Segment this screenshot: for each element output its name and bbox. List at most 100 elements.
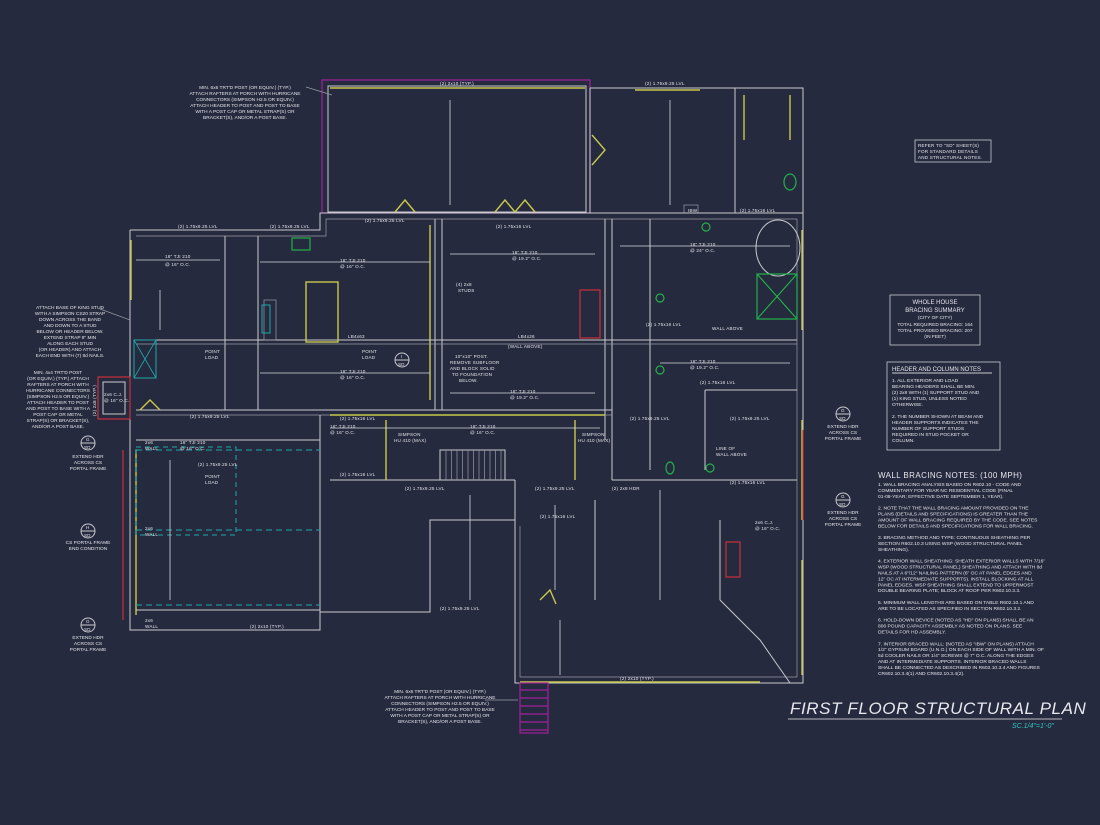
svg-text:G: G [841, 408, 845, 413]
detail-g-sd-left-bottom[interactable]: GSD [80, 617, 96, 633]
note-line: WITH A SIMPSON CS20 STRAP [35, 311, 105, 317]
svg-text:(2) 2x10 (TYP.): (2) 2x10 (TYP.) [620, 676, 654, 681]
note-line: STRAP(S) OR BRACKET(S), [27, 418, 90, 424]
svg-text:HEADER AND COLUMN NOTES: HEADER AND COLUMN NOTES [892, 367, 981, 373]
svg-text:@ 16" O.C.: @ 16" O.C. [104, 398, 129, 403]
joist-labels: 16" TJI 210@ 16" O.C. 16" TJI 210@ 16" O… [165, 242, 719, 451]
svg-text:(2) 1.75x9.25 LVL: (2) 1.75x9.25 LVL [270, 224, 310, 229]
svg-text:16" TJI 210: 16" TJI 210 [340, 258, 366, 263]
note-line: 6. HOLD-DOWN DEVICE (NOTED AS "HD" ON PL… [878, 618, 1034, 624]
main-house-walls [122, 212, 804, 684]
svg-text:2x6 C.J.: 2x6 C.J. [104, 392, 122, 397]
note-line: PANEL EDGES. WSP SHEATHING SHALL EXTEND … [878, 582, 1033, 588]
svg-text:(2) 1.75x9.25 LVL: (2) 1.75x9.25 LVL [190, 414, 230, 419]
note-line: 12" OC AT INTERMEDIATE SUPPORTS). INSTAL… [878, 576, 1034, 582]
stairs [439, 449, 506, 481]
detail-i-sd[interactable]: ISD [394, 352, 410, 368]
porch-post-note-bottom: MIN. 6x6 TRT'D POST (OR EQUIV.) (TYP.)AT… [384, 689, 495, 725]
svg-text:HU 410 (MAX): HU 410 (MAX) [394, 438, 427, 443]
note-line: CR602.10.3.4(1) AND CR602.10.3.4(2). [878, 671, 964, 677]
svg-text:IBW: IBW [688, 208, 698, 213]
svg-text:G: G [86, 437, 90, 442]
svg-text:POINT: POINT [205, 349, 220, 354]
svg-text:16" TJI 210: 16" TJI 210 [690, 242, 716, 247]
svg-text:(2) 1.75x16 LVL: (2) 1.75x16 LVL [340, 472, 376, 477]
note-line: (OR EQUIV.) (TYP.) ATTACH [27, 376, 89, 382]
svg-text:LOAD: LOAD [362, 355, 376, 360]
svg-text:(2) 1.75x9.25 LVL: (2) 1.75x9.25 LVL [730, 416, 770, 421]
svg-text:TO FOUNDATION: TO FOUNDATION [452, 372, 492, 377]
note-line: BEARING HEADERS SHALL BE MIN. [892, 384, 975, 390]
fixtures [97, 219, 801, 734]
svg-text:(2) 1.75x16 LVL: (2) 1.75x16 LVL [646, 322, 682, 327]
svg-text:SIMPSON: SIMPSON [398, 432, 421, 437]
svg-text:AND BLOCK SOLID: AND BLOCK SOLID [450, 366, 495, 371]
svg-text:(2) 1.75x9.25 LVL: (2) 1.75x9.25 LVL [535, 486, 575, 491]
wall-bracing-notes: WALL BRACING NOTES: (100 MPH) 1. WALL BR… [878, 471, 1045, 677]
svg-text:2x6: 2x6 [145, 618, 153, 623]
detail-g-sd-right-bottom[interactable]: GSD [835, 492, 851, 508]
note-line: 1. ALL EXTERIOR AND LOAD [892, 378, 959, 384]
note-line: COMMENTARY FOR YEAR NC RESIDENTIAL CODE … [878, 488, 1013, 494]
svg-text:(2) 1.75x16 LVL: (2) 1.75x16 LVL [700, 380, 736, 385]
note-line: SECTION R602.10.3 USING WSP (WOOD STRUCT… [878, 541, 1023, 547]
note-line: POST CAP OR METAL [33, 412, 83, 418]
note-line: 1/2" GYPSUM BOARD (U.N.O.) ON EACH SIDE … [878, 647, 1044, 653]
note-line: NUMBER OF SUPPORT STUDS [892, 426, 965, 432]
svg-text:EXTEND HDR: EXTEND HDR [827, 510, 859, 516]
svg-text:SD: SD [84, 445, 91, 450]
svg-text:(2) 1.75x9.25 LVL: (2) 1.75x9.25 LVL [630, 416, 670, 421]
svg-text:WALL BRACING NOTES: (100 MPH): WALL BRACING NOTES: (100 MPH) [878, 471, 1022, 480]
detail-g-sd-left-top[interactable]: G SD [80, 435, 96, 451]
svg-text:WALL ABOVE: WALL ABOVE [712, 326, 743, 331]
svg-text:(2) 1.75x16 LVL: (2) 1.75x16 LVL [340, 416, 376, 421]
svg-text:2x6: 2x6 [145, 526, 153, 531]
note-line: 800 POUND CAPACITY ASSEMBLY AS NOTED ON … [878, 624, 1023, 630]
svg-text:10"x10" POST.: 10"x10" POST. [455, 354, 488, 359]
note-line: ARE TO BE LOCATED AS SPECIFIED IN SECTIO… [878, 606, 1022, 612]
svg-text:16" TJI 210: 16" TJI 210 [165, 254, 191, 259]
svg-text:SC.1/4"=1'-0": SC.1/4"=1'-0" [1012, 723, 1054, 730]
note-line: 2. NOTE THAT THE WALL BRACING AMOUNT PRO… [878, 506, 1029, 512]
note-line: MIN. 6x6 TRT'D POST (OR EQUIV.) (TYP.) [394, 689, 486, 695]
svg-text:(2) 1.75x16 LVL: (2) 1.75x16 LVL [540, 514, 576, 519]
svg-text:@ 19.2" O.C.: @ 19.2" O.C. [512, 256, 542, 261]
svg-text:(2) 1.75x16 LVL: (2) 1.75x16 LVL [730, 480, 766, 485]
svg-text:@ 16" O.C.: @ 16" O.C. [330, 430, 355, 435]
svg-text:16" TJI 210: 16" TJI 210 [690, 359, 716, 364]
note-line: SHEATHING). [878, 547, 909, 553]
svg-text:(2) 1.75x16 LVL: (2) 1.75x16 LVL [740, 208, 776, 213]
note-line: EXTEND STRAP 8" MIN [44, 335, 97, 341]
svg-text:LOAD: LOAD [205, 480, 219, 485]
detail-g-sd-right-top[interactable]: GSD [835, 406, 851, 422]
svg-text:WALL: WALL [145, 624, 158, 629]
svg-text:POINT: POINT [362, 349, 377, 354]
upper-right-rooms [589, 87, 804, 214]
note-line: (OR HEADER) AND ATTACH [39, 347, 102, 353]
svg-text:ACROSS CS: ACROSS CS [74, 641, 102, 647]
svg-text:(CITY OF CITY): (CITY OF CITY) [918, 315, 953, 321]
svg-text:@ 24" O.C.: @ 24" O.C. [690, 248, 715, 253]
note-line: 3. BRACING METHOD AND TYPE: CONTINUOUS S… [878, 535, 1031, 541]
svg-text:PORTAL FRAME: PORTAL FRAME [70, 466, 107, 472]
note-line: 01-08-YEAR; EFFECTIVE DATE SEPTEMBER 1, … [878, 494, 1004, 500]
svg-text:SD: SD [84, 627, 91, 632]
svg-text:(2) 1.75x9.25 LVL: (2) 1.75x9.25 LVL [645, 81, 685, 86]
svg-text:WALL ABOVE: WALL ABOVE [716, 452, 747, 457]
note-line: COLUMN. [892, 438, 915, 444]
svg-text:SD: SD [398, 362, 405, 367]
note-line: MIN. 4x4 TRT'D POST [34, 370, 83, 376]
note-line: 7. INTERIOR BRACED WALL: (NOTED AS "IBW"… [878, 641, 1034, 647]
svg-text:POINT: POINT [205, 474, 220, 479]
svg-text:16" TJI 210: 16" TJI 210 [512, 250, 538, 255]
svg-text:TOTAL PROVIDED BRACING: 207: TOTAL PROVIDED BRACING: 207 [897, 328, 972, 334]
note-line: BELOW OR HEADER BELOW. [37, 329, 104, 335]
svg-text:(2) 1.75x16 LVL: (2) 1.75x16 LVL [496, 224, 532, 229]
note-line: DOUBLE BEARING PLATE; BLOCK AT ROOF PER … [878, 588, 1020, 594]
svg-text:REFER TO "SD" SHEET(S): REFER TO "SD" SHEET(S) [918, 143, 979, 148]
svg-text:2x6 C.J.: 2x6 C.J. [755, 520, 773, 525]
svg-text:(4) 2x8: (4) 2x8 [456, 282, 472, 287]
porch-post-note-top: MIN. 6x6 TRT'D POST (OR EQUIV.) (TYP.)AT… [189, 85, 300, 121]
detail-h-sd[interactable]: HSD [80, 523, 96, 539]
